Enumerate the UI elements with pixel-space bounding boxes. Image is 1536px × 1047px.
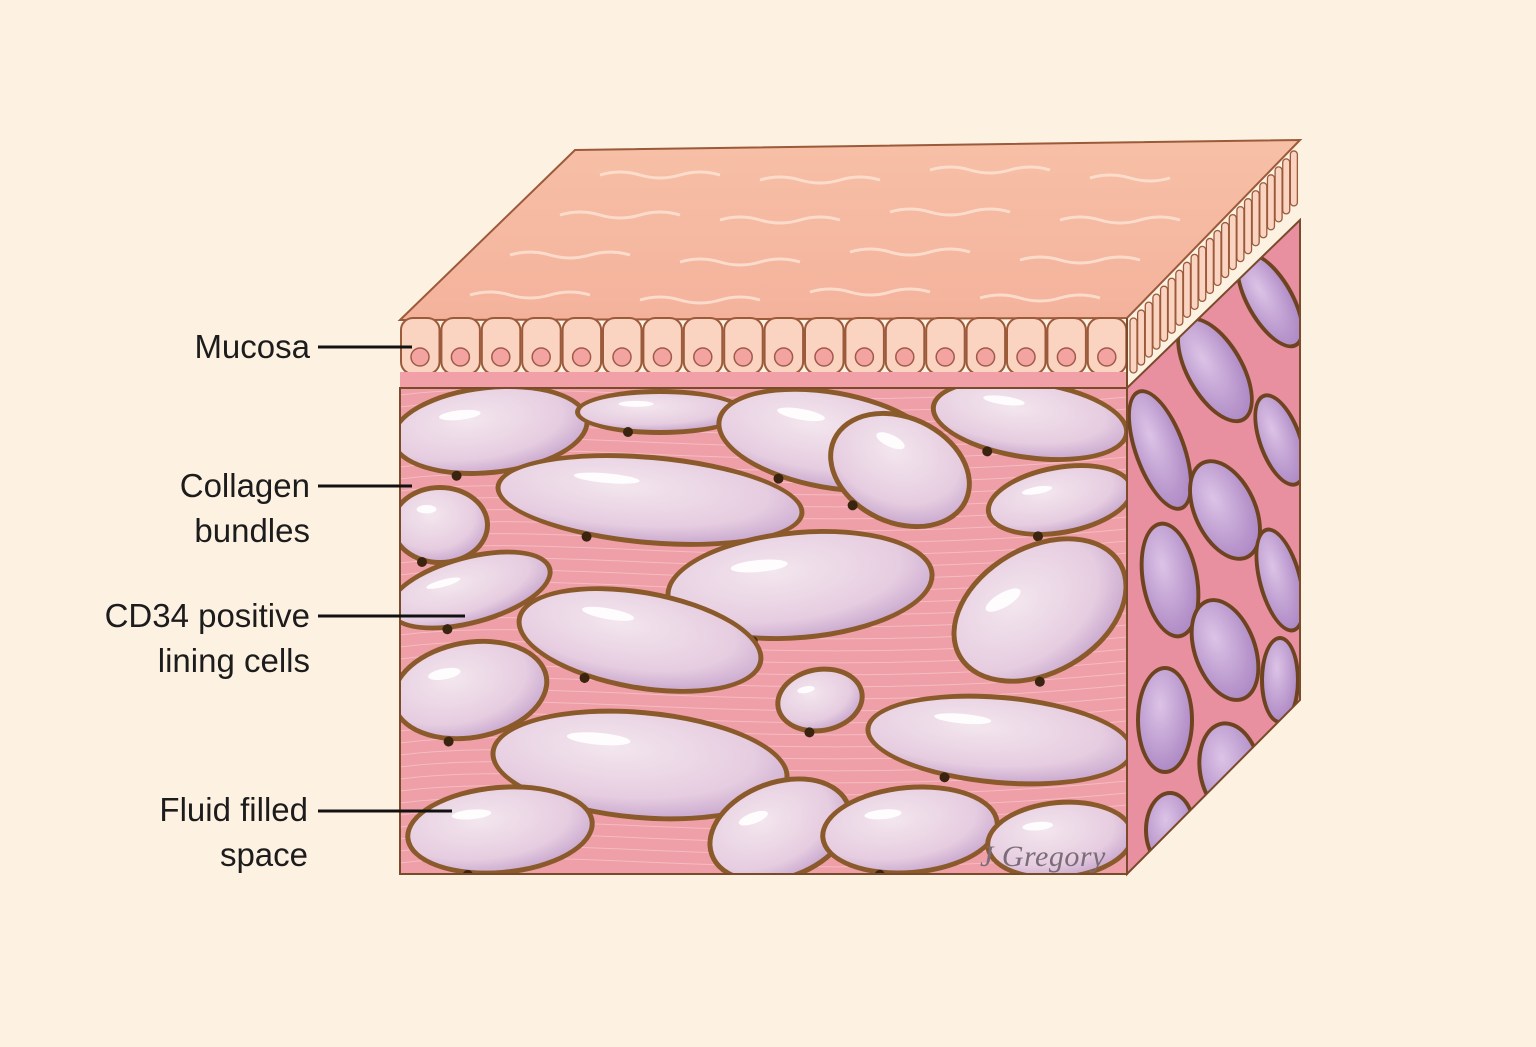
label-mucosa: Mucosa [194, 328, 310, 365]
mucosa-cell-row [400, 317, 1128, 375]
artist-signature: J Gregory [980, 840, 1106, 873]
mucosa-top-surface [397, 138, 1303, 322]
front-face [400, 388, 1127, 874]
basement-membrane [400, 372, 1127, 388]
mucosa-top-texture [469, 165, 1181, 305]
mucosa-side-cells [1129, 150, 1299, 374]
